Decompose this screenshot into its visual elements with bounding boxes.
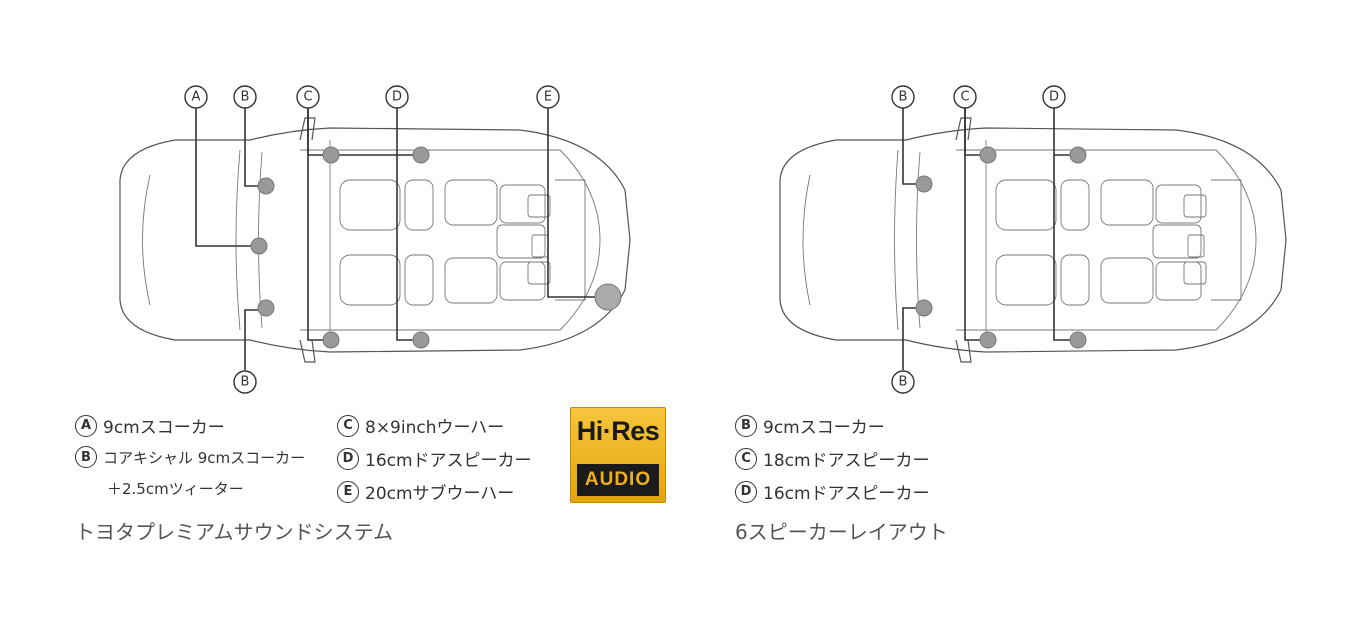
legend-label: 18cmドアスピーカー <box>763 451 930 471</box>
callout-c: C <box>296 85 320 109</box>
speaker-d-top <box>1069 146 1087 164</box>
svg-text:B: B <box>241 375 250 390</box>
hi-res-logo-text: Hi·Res <box>576 416 660 446</box>
speaker-e <box>594 283 622 311</box>
speaker-c-top <box>322 146 340 164</box>
speaker-c-top <box>979 146 997 164</box>
car-outline <box>779 117 1287 363</box>
legend-label: 16cmドアスピーカー <box>365 451 532 471</box>
premium-sound-panel: A B C D E B A 9cmスコーカー B コアキシャル 9cmスコーカー… <box>75 85 666 544</box>
legend-letter: D <box>735 480 757 503</box>
car-diagram-six-speaker: B C D B <box>779 85 1287 394</box>
car-outline <box>119 117 631 363</box>
callout-b-top: B <box>891 85 915 109</box>
speaker-b-rear <box>257 299 275 317</box>
callout-b-top: B <box>233 85 257 109</box>
legend-letter: B <box>75 446 97 468</box>
speaker-d-bottom <box>1069 331 1087 349</box>
speaker-c-bottom <box>322 331 340 349</box>
speaker-d-bottom <box>412 331 430 349</box>
hi-res-logo-band: AUDIO <box>577 464 659 496</box>
callout-d: D <box>1042 85 1066 109</box>
svg-text:B: B <box>241 90 250 105</box>
svg-text:D: D <box>1049 90 1059 105</box>
six-speaker-caption: 6スピーカーレイアウト <box>735 520 948 544</box>
speaker-b-front <box>915 175 933 193</box>
six-speaker-panel: B C D B B 9cmスコーカー C 18cmドアスピーカー D 16cmド… <box>686 0 1372 638</box>
premium-caption: トヨタプレミアムサウンドシステム <box>75 520 393 544</box>
legend-item-d: D 16cmドアスピーカー <box>735 479 930 504</box>
legend-letter: D <box>337 447 359 470</box>
svg-text:C: C <box>960 90 969 105</box>
legend-label: 9cmスコーカー <box>763 418 885 438</box>
legend-label: コアキシャル 9cmスコーカー <box>103 448 306 467</box>
svg-text:E: E <box>544 90 552 105</box>
legend-item-a: A 9cmスコーカー <box>75 413 225 438</box>
speaker-a <box>250 237 268 255</box>
speakers <box>915 146 1087 349</box>
speaker-b-rear <box>915 299 933 317</box>
callout-b-bottom: B <box>891 370 915 394</box>
legend-item-b: B 9cmスコーカー <box>735 413 885 438</box>
legend-label: 20cmサブウーハー <box>365 484 515 504</box>
legend-letter: E <box>337 480 359 503</box>
hi-res-audio-logo: Hi·Res AUDIO <box>570 407 666 503</box>
legend-label: 16cmドアスピーカー <box>763 484 930 504</box>
legend-item-b-sub: ＋2.5cmツィーター <box>107 480 244 498</box>
legend-item-d: D 16cmドアスピーカー <box>337 446 532 471</box>
legend-item-c: C 18cmドアスピーカー <box>735 446 930 471</box>
legend-letter: A <box>75 414 97 437</box>
speaker-c-bottom <box>979 331 997 349</box>
callout-a: A <box>184 85 208 109</box>
speaker-b-front <box>257 177 275 195</box>
car-diagram-premium: A B C D E B <box>119 85 631 394</box>
svg-text:B: B <box>899 90 908 105</box>
svg-text:C: C <box>303 90 312 105</box>
callout-c: C <box>953 85 977 109</box>
svg-text:A: A <box>192 90 201 105</box>
legend-item-c: C 8×9inchウーハー <box>337 413 504 438</box>
svg-text:D: D <box>392 90 402 105</box>
hi-res-logo-audio: AUDIO <box>584 469 652 490</box>
callout-e: E <box>536 85 560 109</box>
speaker-d-top <box>412 146 430 164</box>
legend-letter: C <box>337 414 359 437</box>
legend-item-e: E 20cmサブウーハー <box>337 479 514 504</box>
callout-d: D <box>385 85 409 109</box>
speakers <box>250 146 622 349</box>
callout-b-bottom: B <box>233 370 257 394</box>
legend-item-b: B コアキシャル 9cmスコーカー <box>75 446 305 468</box>
legend-label: 8×9inchウーハー <box>365 418 505 438</box>
legend-label: 9cmスコーカー <box>103 418 225 438</box>
legend-letter: C <box>735 447 757 470</box>
svg-text:B: B <box>899 375 908 390</box>
legend-letter: B <box>735 414 757 437</box>
